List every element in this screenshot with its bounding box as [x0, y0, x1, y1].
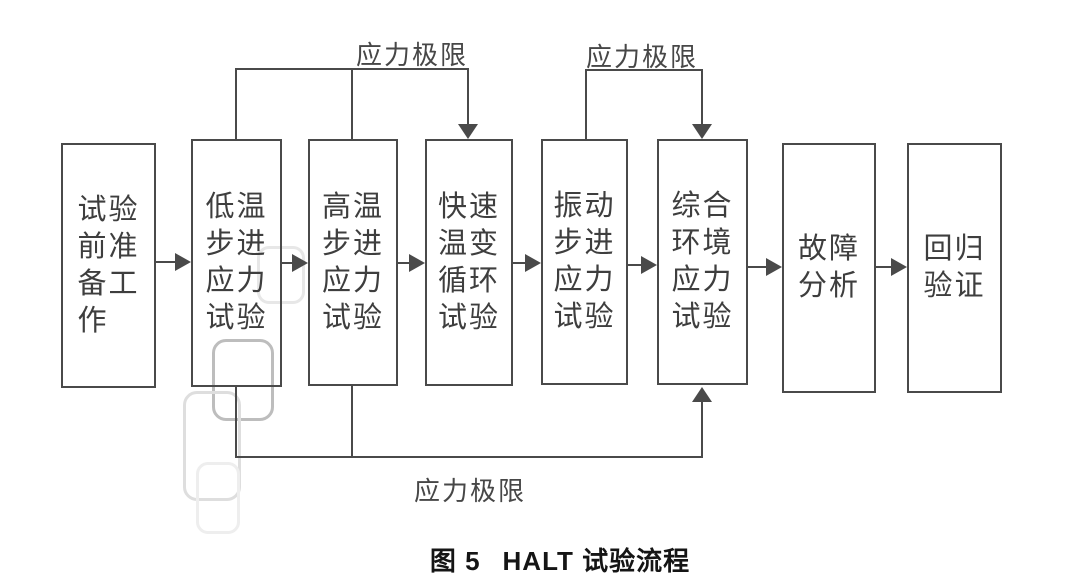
flow-box-combined-env-stress: 综合 环境 应力 试验	[657, 139, 748, 385]
arrow-combined-to-fault	[748, 258, 782, 276]
flow-box-high-temp-step-stress: 高温 步进 应力 试验	[308, 139, 398, 386]
box-text-line: 步进	[553, 227, 616, 259]
feedback-top2-hline	[585, 69, 703, 71]
box-text-line: 循环	[437, 264, 500, 297]
arrow-down-icon	[692, 124, 712, 139]
arrow-down-icon	[458, 124, 478, 139]
arrow-shaft	[282, 262, 292, 264]
arrow-up-icon	[692, 387, 712, 402]
box-text-line: 分析	[797, 270, 860, 302]
arrow-vibration-to-combined	[628, 256, 657, 274]
box-text-line: 快速	[437, 190, 500, 223]
box-text-line: 试验	[553, 301, 616, 333]
box-text-line: 验证	[923, 270, 986, 302]
box-text-line: 应力	[321, 264, 384, 297]
arrow-fault-to-regression	[876, 258, 907, 276]
arrow-shaft	[156, 261, 175, 263]
arrow-shaft	[748, 266, 766, 268]
figure-caption-number: 图 5	[429, 546, 481, 575]
feedback-top1-hline	[235, 68, 469, 70]
flow-box-vibration-step-stress: 振动 步进 应力 试验	[541, 139, 628, 385]
flow-box-test-preparation: 试验 前准 备工 作	[61, 143, 156, 388]
arrow-right-icon	[409, 254, 425, 272]
feedback-top2-riser-vibration	[585, 69, 587, 139]
box-text-line: 试验	[321, 301, 384, 334]
box-text-line: 步进	[205, 228, 268, 260]
arrow-right-icon	[175, 253, 191, 271]
arrow-shaft	[398, 262, 409, 264]
arrow-right-icon	[525, 254, 541, 272]
box-text-line: 高温	[321, 190, 384, 223]
box-text-line: 备工	[77, 267, 140, 300]
flow-box-regression-verification: 回归 验证	[907, 143, 1002, 393]
box-label: 故障 分析	[798, 231, 860, 305]
watermark-shape	[212, 339, 274, 421]
box-label: 综合 环境 应力 试验	[671, 188, 733, 336]
arrow-right-icon	[641, 256, 657, 274]
box-label: 低温 步进 应力 试验	[205, 189, 267, 337]
box-text-line: 振动	[553, 190, 616, 222]
arrow-shaft	[628, 264, 641, 266]
feedback-bottom-dropper-lowtemp	[235, 387, 237, 458]
box-text-line: 试验	[205, 302, 268, 334]
box-text-line: 试验	[77, 193, 140, 226]
watermark-shape	[196, 462, 240, 534]
arrow-hightemp-to-rapidcycle	[398, 254, 425, 272]
flow-box-fault-analysis: 故障 分析	[782, 143, 876, 393]
flow-box-rapid-temp-cycling: 快速 温变 循环 试验	[425, 139, 513, 386]
box-label: 振动 步进 应力 试验	[553, 188, 615, 336]
arrow-right-icon	[891, 258, 907, 276]
box-label: 高温 步进 应力 试验	[322, 189, 384, 337]
box-label: 回归 验证	[923, 231, 985, 305]
feedback-top2-dropper	[701, 69, 703, 125]
box-text-line: 应力	[553, 264, 616, 296]
watermark-shape	[183, 391, 241, 501]
box-text-line: 试验	[671, 301, 734, 333]
box-text-line: 温变	[437, 227, 500, 260]
box-text-line: 应力	[671, 264, 734, 296]
arrow-prep-to-lowtemp	[156, 253, 191, 271]
arrow-right-icon	[292, 254, 308, 272]
box-text-line: 应力	[205, 265, 268, 297]
arrow-rapidcycle-to-vibration	[513, 254, 541, 272]
arrow-shaft	[876, 266, 891, 268]
figure-caption-title: HALT 试验流程	[502, 546, 691, 575]
stress-limit-label-top-right: 应力极限	[585, 42, 698, 72]
box-label: 快速 温变 循环 试验	[438, 189, 500, 337]
stress-limit-label-bottom: 应力极限	[413, 476, 526, 506]
arrow-right-icon	[766, 258, 782, 276]
arrow-shaft	[513, 262, 525, 264]
box-text-line: 环境	[671, 227, 734, 259]
feedback-bottom-hline	[235, 456, 703, 458]
box-text-line: 故障	[797, 233, 860, 265]
box-text-line: 步进	[321, 227, 384, 260]
box-text-line: 作	[77, 304, 109, 337]
box-text-line: 回归	[923, 233, 986, 265]
feedback-bottom-dropper-hightemp	[351, 385, 353, 458]
box-label: 试验 前准 备工 作	[77, 192, 139, 340]
feedback-top1-dropper	[467, 68, 469, 125]
stress-limit-label-top-left: 应力极限	[355, 40, 468, 70]
figure-caption: 图 5 HALT 试验流程	[360, 541, 760, 575]
box-text-line: 低温	[205, 191, 268, 223]
feedback-top1-riser-lowtemp	[235, 68, 237, 139]
feedback-top1-riser-hightemp	[351, 68, 353, 139]
arrow-lowtemp-to-hightemp	[282, 254, 308, 272]
feedback-bottom-riser	[701, 401, 703, 458]
flow-box-low-temp-step-stress: 低温 步进 应力 试验	[191, 139, 282, 387]
box-text-line: 试验	[437, 301, 500, 334]
box-text-line: 综合	[671, 190, 734, 222]
box-text-line: 前准	[77, 230, 140, 263]
